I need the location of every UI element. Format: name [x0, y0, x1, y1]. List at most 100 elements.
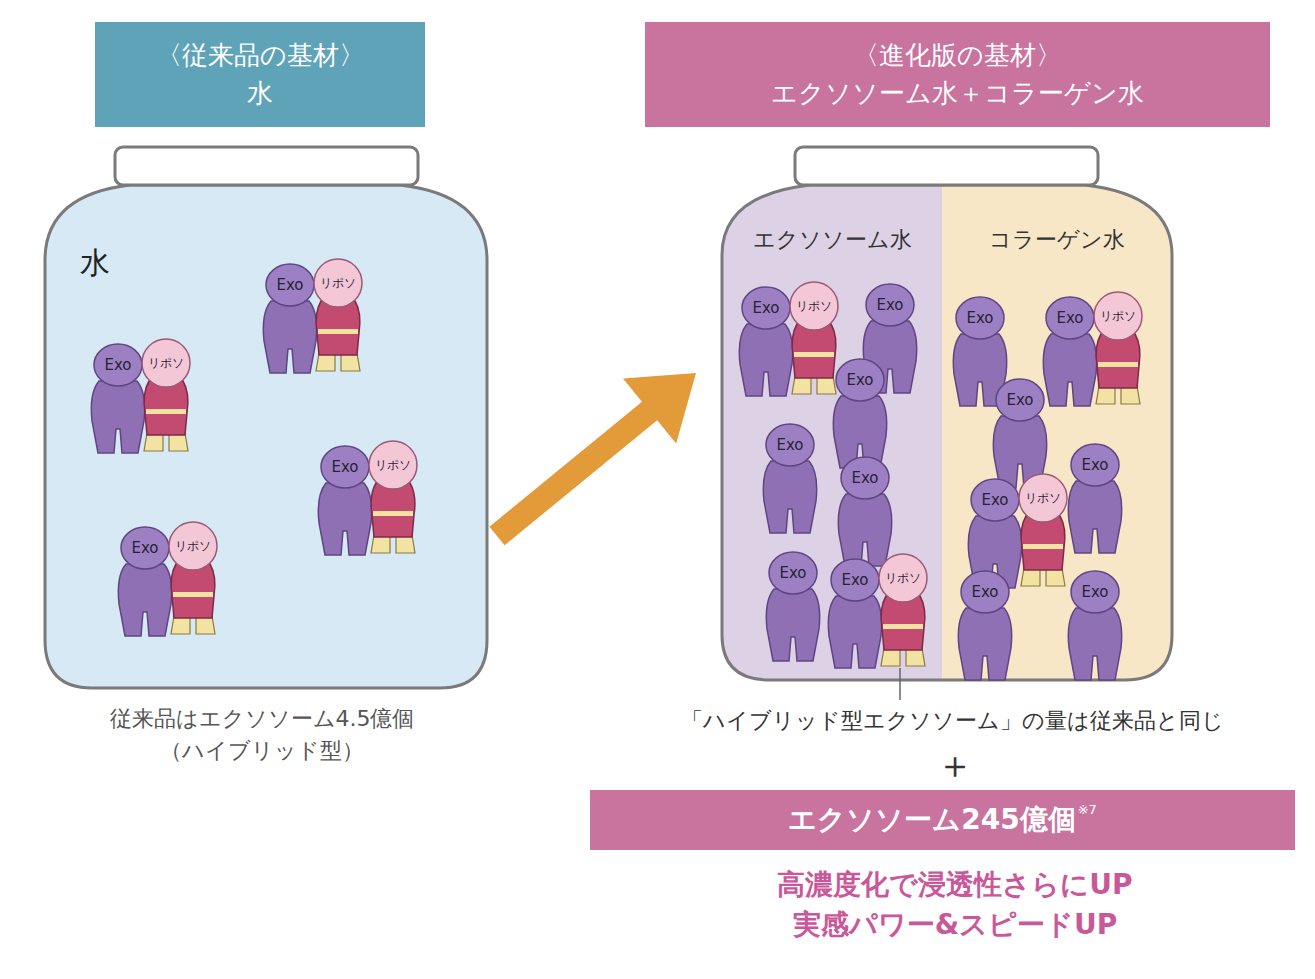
figure-label: Exo [752, 301, 779, 316]
figure-label: Exo [779, 566, 806, 581]
exosome-figure [828, 559, 881, 668]
liposome-figure [1094, 292, 1142, 404]
header-box: 〈進化版の基材〉エクソソーム水＋コラーゲン水 [645, 22, 1270, 127]
caption-text: 従来品はエクソソーム4.5億個 [110, 704, 415, 734]
node-text: コラーゲン水 [942, 225, 1172, 255]
figure-label: Exo [971, 585, 998, 600]
exosome-figure [993, 379, 1046, 488]
node-text: 〈進化版の基材〉 [853, 37, 1062, 75]
liposome-body [1096, 334, 1140, 388]
liposome-belt [173, 592, 213, 597]
exosome-body [766, 589, 819, 661]
exosome-head [956, 297, 1004, 339]
exosome-figure [91, 344, 144, 453]
exosome-head [831, 559, 879, 601]
exosome-head [996, 379, 1044, 421]
exosome-figure [833, 359, 886, 468]
exosome-water-fill [720, 180, 942, 685]
jar-body [722, 185, 1172, 680]
exosome-figure [1043, 297, 1096, 406]
exosome-figure [1068, 571, 1121, 680]
figure-label: リポソ [796, 300, 832, 312]
exosome-body [1068, 608, 1121, 680]
figure-label: Exo [776, 438, 803, 453]
exosome-head [766, 424, 814, 466]
liposome-body [144, 381, 188, 435]
exosome-figure [763, 424, 816, 533]
exosome-head [742, 287, 790, 329]
jar-region: 水 [45, 145, 487, 688]
node-text: エクソソーム245億個 [788, 801, 1075, 839]
figure-label: Exo [104, 358, 131, 373]
liposome-head [1094, 292, 1142, 340]
caption-text: （ハイブリッド型） [160, 736, 364, 766]
figure-label: Exo [331, 460, 358, 475]
exosome-head [866, 284, 914, 326]
liposome-head [169, 522, 217, 570]
liposome-figure [142, 339, 190, 451]
caption-text: 実感パワー&スピードUP [793, 906, 1118, 944]
exosome-head [94, 344, 142, 386]
figure-label: Exo [966, 311, 993, 326]
exosome-figure [838, 457, 891, 566]
liposome-body [881, 596, 925, 650]
leader-line [899, 668, 901, 700]
exosome-head [971, 479, 1019, 521]
exosome-head [769, 552, 817, 594]
liposome-figure [169, 522, 217, 634]
jar-body [45, 185, 487, 688]
liposome-figure [790, 282, 838, 394]
figure-label: Exo [276, 278, 303, 293]
liposome-figure [1019, 474, 1067, 586]
exosome-body [763, 461, 816, 533]
exosome-body [318, 483, 371, 555]
exosome-body [91, 381, 144, 453]
figure-label: リポソ [175, 540, 211, 552]
exosome-figure [1068, 444, 1121, 553]
liposome-figure [369, 441, 417, 553]
jar-neck [795, 147, 1098, 185]
liposome-belt [1098, 362, 1138, 367]
collagen-water-fill [942, 180, 1177, 685]
figure-label: Exo [876, 298, 903, 313]
liposome-head [314, 259, 362, 307]
node-text: 〈従来品の基材〉 [156, 37, 365, 75]
figure-label: Exo [1056, 311, 1083, 326]
liposome-belt [794, 352, 834, 357]
figure-label: Exo [1081, 458, 1108, 473]
exosome-head [1071, 444, 1119, 486]
figure-label: Exo [1081, 585, 1108, 600]
liposome-head [879, 554, 927, 602]
figure-label: Exo [981, 493, 1008, 508]
liposome-belt [1023, 544, 1063, 549]
exosome-body [1043, 334, 1096, 406]
figure-label: Exo [846, 373, 873, 388]
figure-label: リポソ [1025, 492, 1061, 504]
liposome-belt [318, 329, 358, 334]
figure-label: リポソ [375, 459, 411, 471]
exosome-figure [318, 446, 371, 555]
figure-label: Exo [841, 573, 868, 588]
liposome-belt [146, 409, 186, 414]
exosome-body [838, 494, 891, 566]
caption-text: 「ハイブリッド型エクソソーム」の量は従来品と同じ [681, 706, 1224, 736]
exosome-figure [766, 552, 819, 661]
exosome-head [121, 527, 169, 569]
figure-label: リポソ [885, 572, 921, 584]
water-region: コラーゲン水 [942, 185, 1172, 680]
arrow-shaft [497, 410, 651, 536]
exosome-body [1068, 481, 1121, 553]
node-subtext: 水 [247, 75, 273, 113]
figure-label: リポソ [1100, 310, 1136, 322]
exosome-head [1046, 297, 1094, 339]
figure-label: Exo [1006, 393, 1033, 408]
exosome-figure [739, 287, 792, 396]
liposome-body [1021, 516, 1065, 570]
liposome-body [316, 301, 360, 355]
exosome-figure [263, 264, 316, 373]
exosome-head [321, 446, 369, 488]
node-text: エクソソーム水 [722, 225, 942, 255]
exosome-head [1071, 571, 1119, 613]
exosome-body [739, 324, 792, 396]
count-box: エクソソーム245億個※7 [590, 790, 1295, 850]
